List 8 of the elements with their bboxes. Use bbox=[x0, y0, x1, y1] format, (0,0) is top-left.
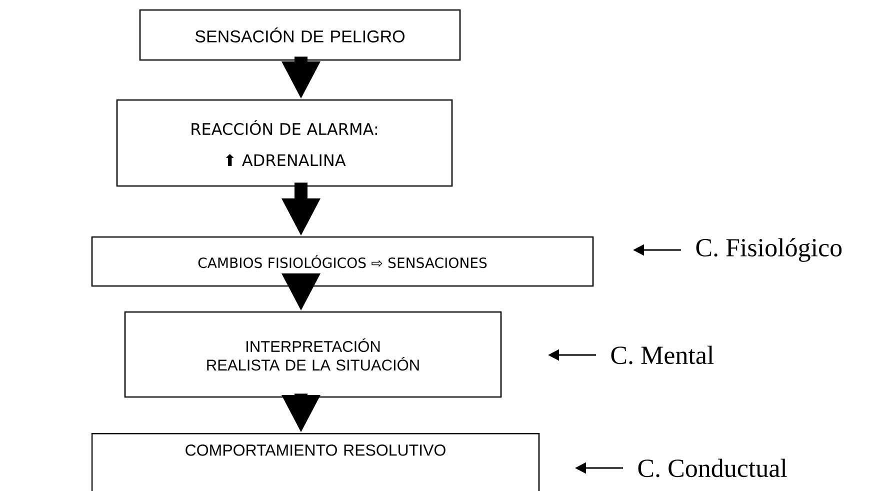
component-label: C. Mental bbox=[611, 346, 714, 364]
process-box: SENSACIÓN DE PELIGRO bbox=[139, 9, 461, 61]
component-label: C. Fisiológico bbox=[696, 238, 842, 262]
process-box: COMPORTAMIENTO RESOLUTIVO bbox=[91, 433, 540, 491]
process-box: REACCIÓN DE ALARMA: ⬆ ADRENALINA bbox=[116, 99, 453, 187]
process-box: CAMBIOS FISIOLÓGICOS ⇨ SENSACIONES bbox=[91, 236, 594, 287]
process-box: INTERPRETACIÓN REALISTA DE LA SITUACIÓN bbox=[124, 311, 502, 398]
component-label: C. Conductual bbox=[638, 458, 787, 478]
